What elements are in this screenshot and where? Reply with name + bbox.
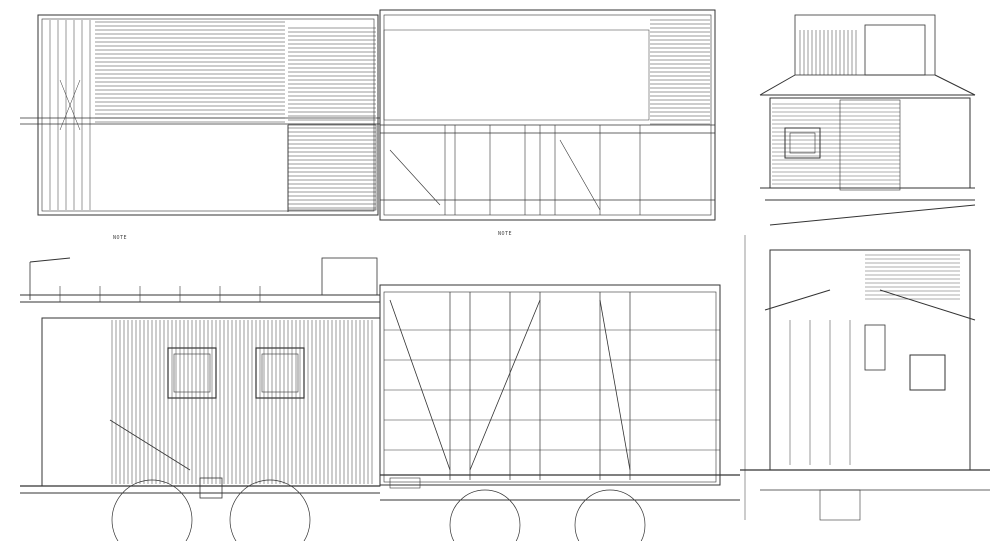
drawing-line [759,74,796,96]
drawing-outline [789,132,816,154]
drawing-line [934,74,976,96]
end-wall [769,97,971,189]
window [864,324,886,371]
side-window [167,347,217,399]
drawing-outline [287,124,377,211]
wheel [229,479,311,541]
floor-framing-plan [379,9,716,221]
end-window [784,127,821,159]
drawing-line [469,299,541,471]
drawing-line [769,204,976,226]
wheel [449,489,521,541]
end-elevation-view [759,14,976,226]
drawing-line [59,79,81,131]
note-framing: NOTE [498,231,513,237]
drawing-outline [41,18,375,212]
framing-outline [379,9,716,221]
drawing-line [764,289,831,311]
drawing-outline [173,353,211,393]
end-section-view [740,235,990,521]
drawing-line [559,139,601,211]
drawing-line [599,299,631,471]
side-elevation-view [20,257,381,541]
roof-plan-view [20,14,380,216]
side-window [255,347,305,399]
end-door [839,99,901,191]
drawing-line [109,419,191,471]
drawing-outline [389,477,421,489]
drawing-line [29,257,71,263]
car-body [41,317,381,487]
drawing-line [389,149,441,206]
plan-outline [37,14,379,216]
step [199,477,223,499]
truck-bolster [819,489,861,521]
framing-side-outline [379,284,721,486]
drawing-line [389,299,451,471]
cupola-window [321,257,378,296]
drawing-outline [261,353,299,393]
window [909,354,946,391]
cupola-window [864,24,926,76]
side-framing-view [379,284,740,541]
drawing-outline [383,291,717,483]
note-side-elevation: NOTE [113,235,128,241]
drawing-outline [383,14,712,216]
wheel [111,479,193,541]
drawing-outline [383,29,650,121]
drawing-line [879,289,976,321]
wheel [574,489,646,541]
